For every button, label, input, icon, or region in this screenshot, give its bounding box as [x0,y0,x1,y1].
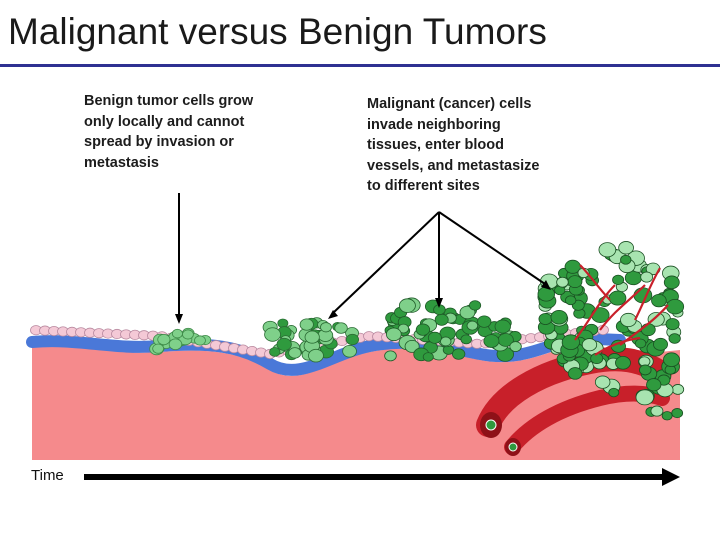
malignant-tumor-cell [537,286,555,302]
tumor-capillary [579,264,611,301]
malignant-tumor-cell [345,333,360,346]
malignant-tumor-cell [638,364,652,376]
malignant-tumor-cell [434,313,449,326]
malignant-tumor-cell [415,323,431,336]
benign-tumor-cell [194,335,206,346]
malignant-tumor-cell [308,348,324,363]
benign-tumor-cell [168,338,183,351]
malignant-tumor-cell [647,312,665,327]
malignant-tumor-cell [668,333,681,344]
malignant-tumor-cell [671,408,684,419]
malignant-tumor-cell [591,307,610,323]
malignant-tumor-cell [598,242,617,258]
malignant-tumor-cell [567,275,583,289]
malignant-tumor-invading [384,297,522,362]
malignant-tumor-cell [615,355,631,370]
malignant-tumor-cell [483,334,500,348]
malignant-tumor-cell [650,405,664,417]
malignant-pointer-line-right [438,211,546,285]
malignant-tumor-cell [398,298,416,313]
malignant-tumor-cell [640,323,656,337]
malignant-tumor-cell [556,276,569,288]
benign-caption: Benign tumor cells grow only locally and… [84,93,254,171]
malignant-tumor-cell [653,337,668,351]
malignant-tumor-cell [665,318,680,331]
circulating-tumor-cell [508,442,518,452]
time-arrow-head [662,468,680,486]
malignant-tumor-cell [385,327,402,342]
malignant-tumor-cell [269,347,281,357]
malignant-tumor-cell [646,378,662,392]
malignant-tumor-cell [618,241,634,255]
tumor-capillary [634,267,661,321]
malignant-tumor-cell [666,298,685,315]
malignant-tumor-cell [620,312,637,328]
malignant-tumor-cell [334,322,348,334]
malignant-tumor-cell [565,295,577,306]
benign-tumor-cell [157,333,171,346]
title-divider [0,64,720,67]
malignant-tumor-cell [608,387,620,398]
malignant-tumor-cell [288,347,302,359]
malignant-tumor-cell [397,323,410,334]
malignant-tumor-cell [640,271,654,283]
malignant-tumor-cell [276,337,292,351]
malignant-tumor-cell [469,300,482,311]
malignant-tumor-cell [320,322,332,333]
benign-tumor-cell [171,328,183,339]
malignant-tumor-cell [635,389,655,406]
malignant-tumor-cell [440,336,452,347]
tumor-capillary [599,284,646,331]
malignant-tumor-cell [671,384,685,395]
malignant-tumor-cell [384,350,397,362]
malignant-caption: Malignant (cancer) cells invade neighbor… [367,96,540,194]
malignant-tumor-cell [550,309,568,325]
malignant-tumor-cell [608,290,627,306]
benign-tumor-cell [152,343,165,354]
malignant-tumor-cell [452,348,466,360]
benign-pointer-head [175,314,183,324]
malignant-tumor-cell [567,367,583,380]
malignant-tumor-cell [663,352,680,367]
slide-title: Malignant versus Benign Tumors [8,11,547,52]
malignant-pointer-head-right [541,280,551,290]
benign-tumor-cell [182,329,194,340]
malignant-tumor-cell [509,341,522,352]
malignant-tumor-cell [538,313,553,325]
time-axis-label: Time [31,467,64,484]
malignant-tumor-cell [594,375,611,389]
malignant-tumor-cell [477,315,492,328]
malignant-pointer-head-left [328,310,338,319]
malignant-tumor-cell [422,352,434,362]
malignant-tumor-cell [494,319,511,334]
malignant-tumor-cell [651,293,667,308]
circulating-tumor-cell [485,419,497,431]
malignant-tumor-cell [466,320,479,331]
malignant-tumor-cell [277,318,289,328]
malignant-pointer-line-left [332,211,440,314]
malignant-tumor-cell [634,338,647,349]
malignant-tumor-cell [342,344,357,358]
malignant-tumor-cell [299,318,314,331]
malignant-tumor-cell [460,334,472,345]
malignant-tumor-cell [304,330,320,344]
tumor-capillary [594,336,641,356]
malignant-tumor-cell [612,274,625,286]
malignant-tumor-cell [264,327,281,342]
tumor-capillaries [574,264,669,356]
malignant-tumor-cell [427,331,442,344]
malignant-tumor-cell [404,339,420,353]
tumor-capillary [574,284,616,341]
pointer-arrows [175,193,551,324]
malignant-tumor-cell [620,254,632,265]
malignant-pointer-head-center [435,298,443,308]
malignant-tumor-cell [661,411,673,421]
time-arrow [84,468,680,486]
malignant-tumor-cell [581,338,598,352]
malignant-tumor-early [262,317,360,363]
benign-tumor-cluster [149,327,212,356]
malignant-tumor-cell [663,275,680,290]
